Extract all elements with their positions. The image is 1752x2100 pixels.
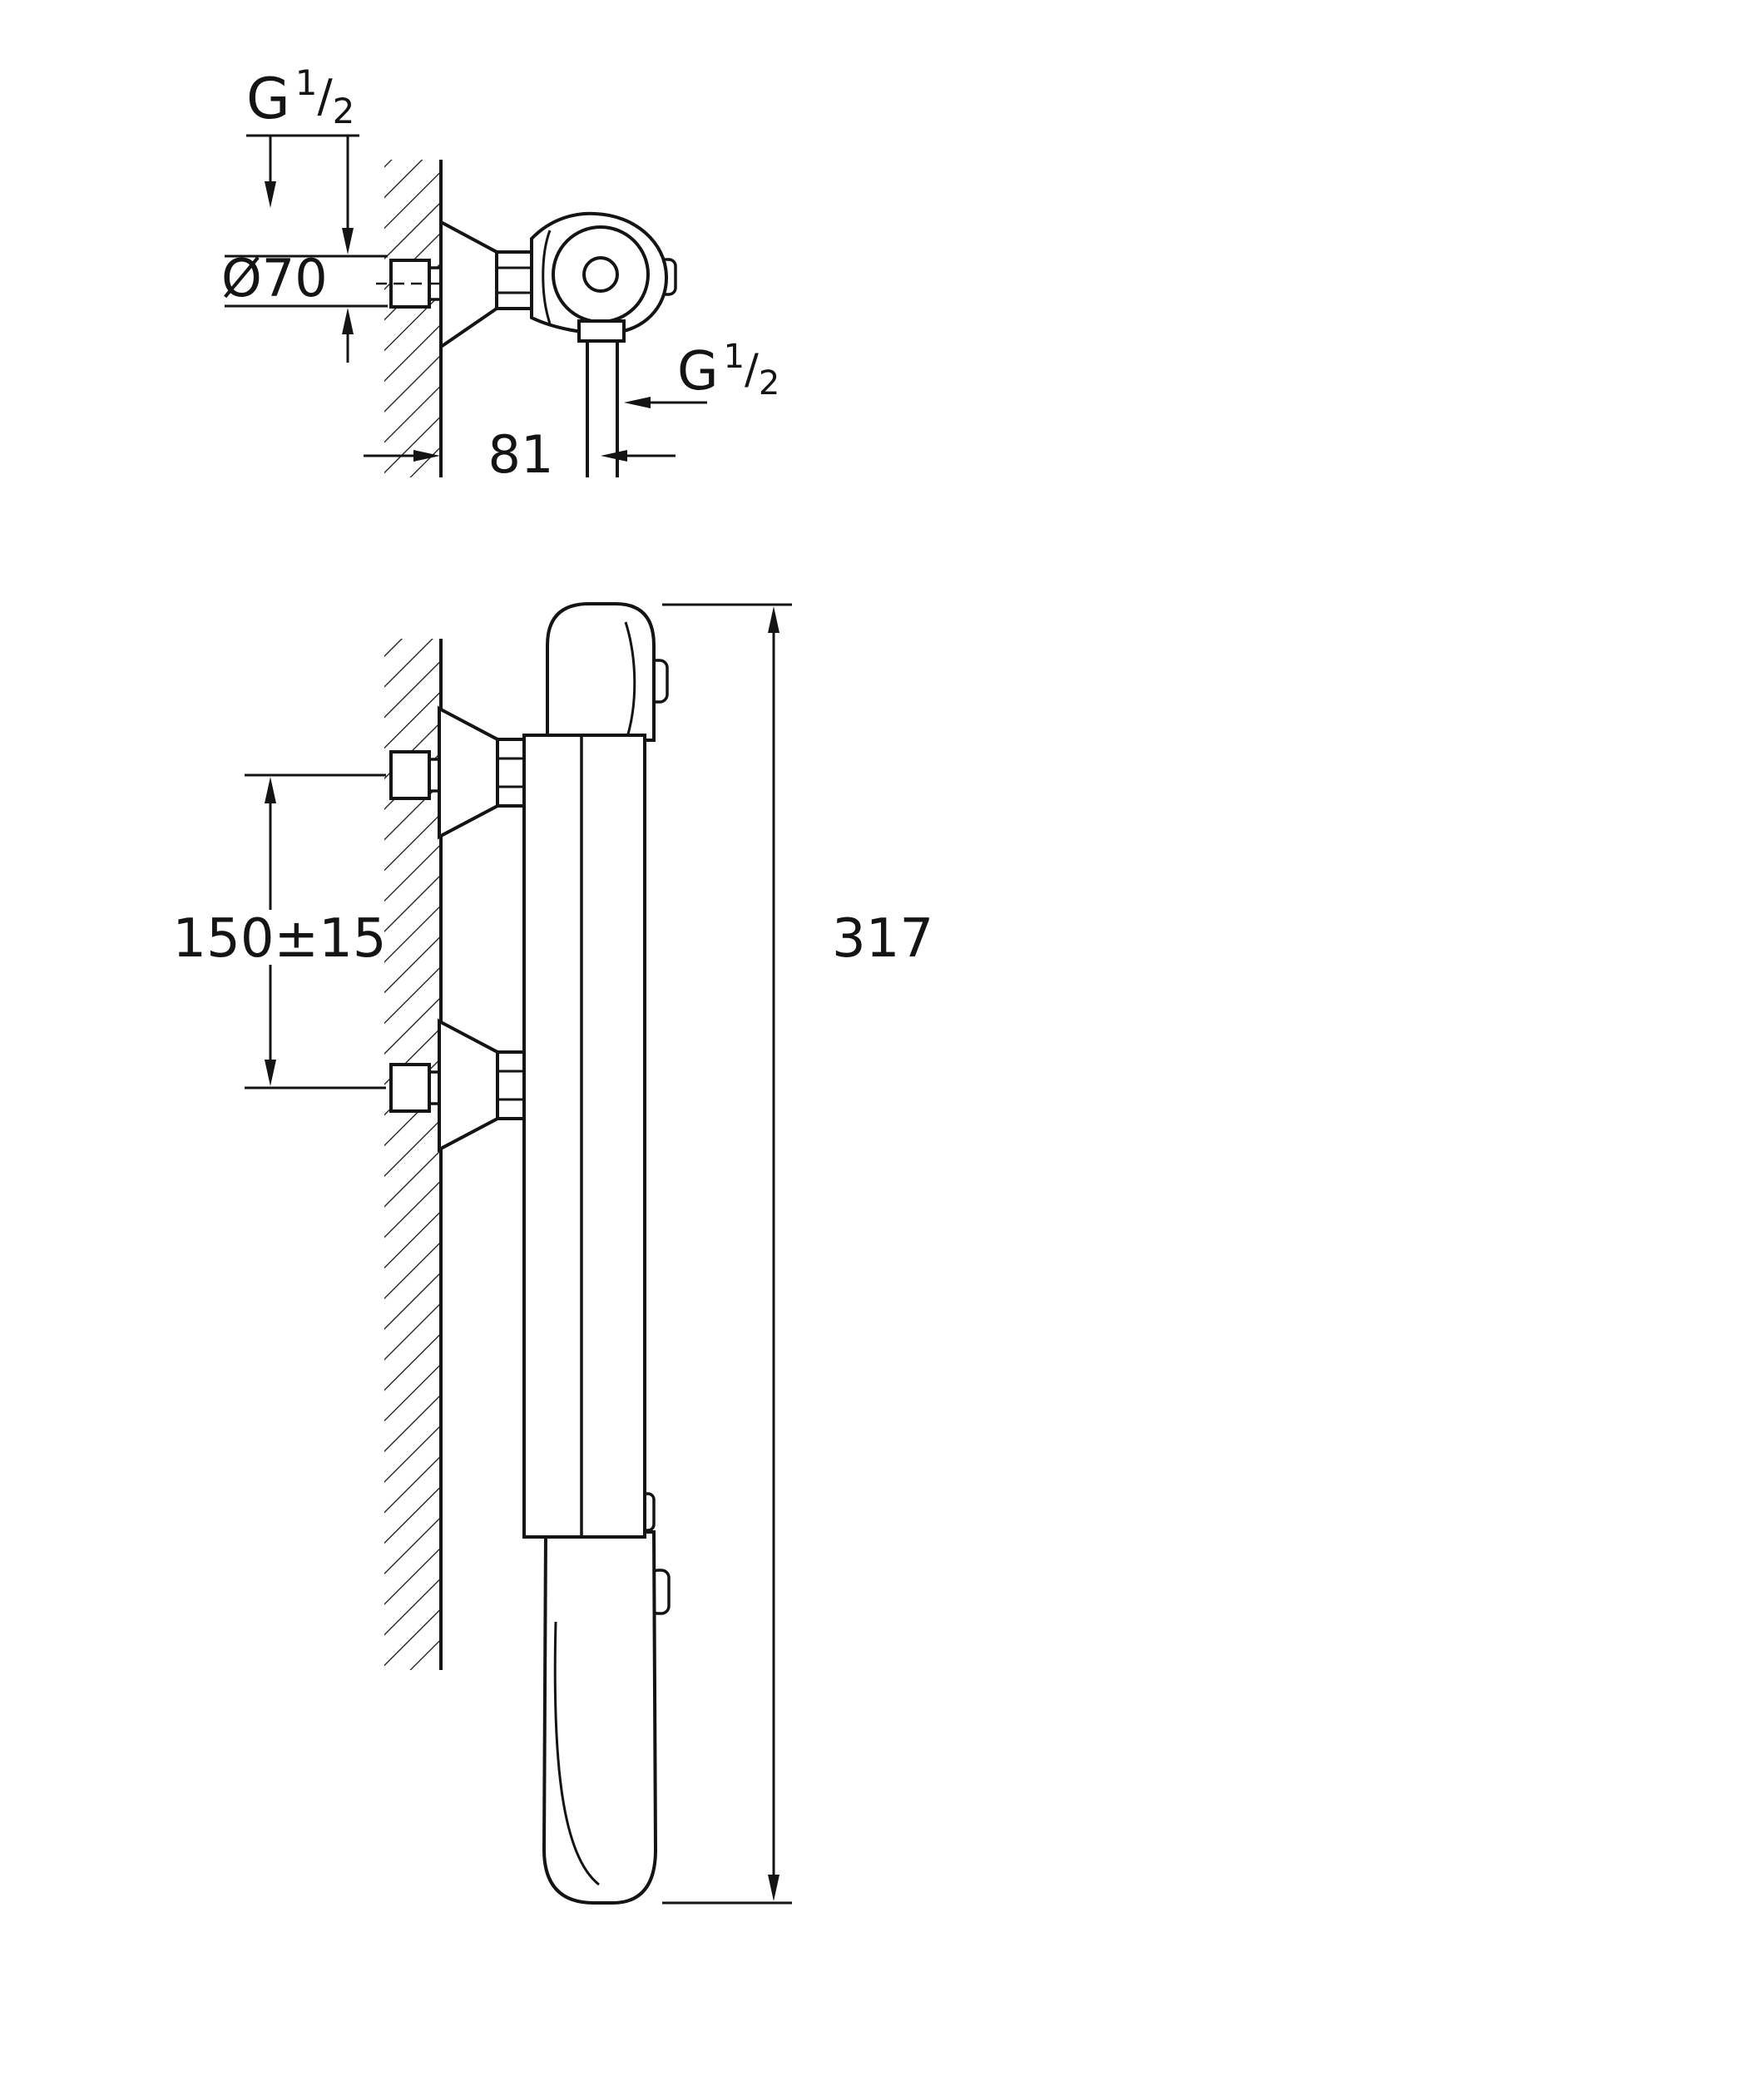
- valve-body-seam-side: [542, 230, 552, 324]
- dim317-arrowhead-top: [768, 606, 779, 633]
- union-nut-side: [495, 250, 533, 310]
- bottom-knob: [542, 1530, 658, 1905]
- control-knob-inner-circle: [582, 256, 619, 293]
- inlet-thread-arrowhead: [265, 181, 276, 208]
- outlet-thread-arrowhead: [624, 397, 651, 408]
- lower-inlet-head: [389, 1063, 431, 1113]
- dim81-arrowhead-right: [601, 450, 627, 462]
- upper-inlet-head: [389, 750, 431, 800]
- escutcheon-diameter-label: Ø70: [221, 248, 328, 309]
- wall-to-outlet-label: 81: [488, 424, 554, 485]
- top-knob-contour-line: [624, 621, 636, 738]
- wall-hatch-front: [384, 639, 441, 1670]
- wall-hatch-side: [384, 160, 441, 477]
- bottom-knob-contour-line: [553, 1621, 600, 1886]
- lower-escutcheon: [438, 1018, 499, 1153]
- dim150-arrowhead-top: [265, 777, 276, 803]
- dia70-arrowhead-bottom: [342, 308, 354, 334]
- dim317-arrowhead-bottom: [768, 1875, 779, 1901]
- dim150-arrowhead-bottom: [265, 1060, 276, 1086]
- inlet-spacing-label: 150±15: [172, 908, 386, 970]
- dim81-arrowhead-left: [413, 450, 440, 462]
- front-view: 150±15 317: [172, 602, 933, 1905]
- mixer-body-front: [522, 734, 646, 1539]
- upper-escutcheon: [438, 705, 499, 840]
- escutcheon-side: [439, 219, 498, 350]
- dia70-arrowhead-top: [342, 228, 354, 254]
- overall-height-label: 317: [832, 908, 933, 970]
- top-knob: [546, 602, 656, 742]
- outlet-collar: [577, 319, 626, 343]
